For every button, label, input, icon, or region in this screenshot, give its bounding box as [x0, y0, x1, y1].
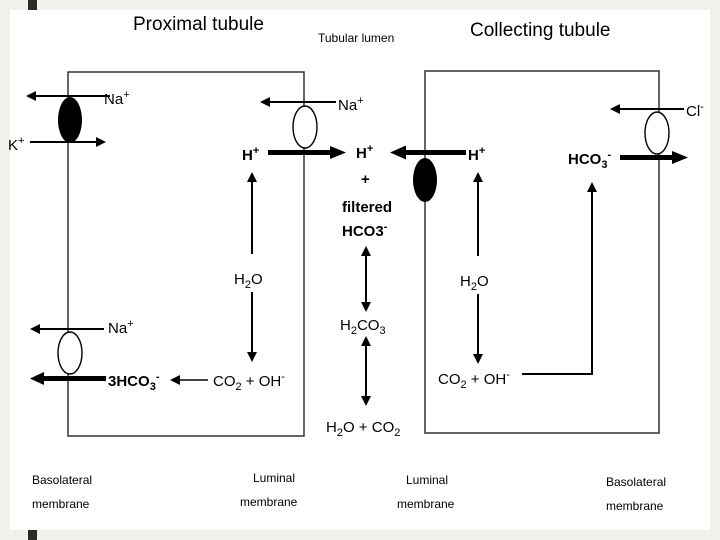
label-basolateral-right-1: Basolateral	[606, 475, 666, 489]
label-basolateral-left-2: membrane	[32, 497, 90, 511]
proximal-cell-box	[67, 71, 305, 437]
label-3hco3: 3HCO3-	[108, 371, 160, 393]
label-cl: Cl-	[686, 101, 704, 120]
title-collecting-tubule: Collecting tubule	[470, 20, 610, 41]
title-proximal-tubule: Proximal tubule	[133, 14, 264, 35]
diagram-panel	[10, 10, 710, 530]
label-na-bottom: Na+	[108, 318, 134, 337]
arrow-oh-to-hco3-collecting	[522, 182, 597, 375]
label-luminal-left-2: membrane	[240, 495, 298, 509]
label-h2co3: H2CO3	[340, 317, 386, 337]
bullet-bottom	[28, 526, 37, 540]
na-hco3-cotransporter	[57, 331, 83, 375]
label-hco3-collecting: HCO3-	[568, 149, 611, 171]
label-k: K+	[8, 135, 24, 154]
h-atpase-arrowhead	[390, 145, 406, 160]
bullet-top	[28, 0, 37, 14]
label-na-apical: Na+	[338, 95, 364, 114]
title-tubular-lumen: Tubular lumen	[318, 31, 394, 45]
label-h-lumen: H+	[356, 143, 373, 162]
h-atpase-bar	[404, 150, 466, 155]
collecting-cell-box	[424, 70, 660, 434]
cl-hco3-exchanger	[644, 111, 670, 155]
label-basolateral-right-2: membrane	[606, 499, 664, 513]
label-basolateral-left-1: Basolateral	[32, 473, 92, 487]
label-h-proximal: H+	[242, 145, 259, 164]
h-secretion-bar	[268, 150, 334, 155]
label-h2o-collecting: H2O	[460, 273, 489, 293]
na-h-exchanger	[292, 105, 318, 149]
h-atpase-pump	[413, 158, 437, 202]
label-filtered: filtered	[342, 199, 392, 216]
label-h-collecting: H+	[468, 145, 485, 164]
label-luminal-right-2: membrane	[397, 497, 455, 511]
h-secretion-arrowhead	[330, 146, 346, 159]
label-co2-oh-collecting: CO2 + OH-	[438, 369, 510, 391]
na-k-pump	[58, 97, 82, 143]
label-na-top: Na+	[104, 89, 130, 108]
label-plus-lumen: +	[361, 171, 370, 188]
label-luminal-right-1: Luminal	[406, 473, 448, 487]
label-h2o-co2-lumen: H2O + CO2	[326, 419, 400, 439]
label-h2o-proximal: H2O	[234, 271, 263, 291]
hco3-out-bar	[40, 376, 106, 381]
hco3-out-collecting-bar	[620, 155, 676, 160]
hco3-out-collecting-arrowhead	[672, 151, 688, 164]
hco3-out-arrowhead	[30, 372, 44, 385]
label-filtered-hco3: HCO3-	[342, 221, 388, 240]
label-co2-oh-proximal: CO2 + OH-	[213, 371, 285, 393]
label-luminal-left-1: Luminal	[253, 471, 295, 485]
